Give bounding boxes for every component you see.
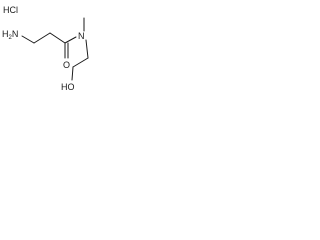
bond-c3-n [64, 36, 77, 44]
bond-c4-c5 [72, 57, 89, 68]
bond-c5-o [71, 66, 74, 81]
bond-n-c4 [85, 39, 89, 59]
bond-c1-c2 [33, 32, 51, 44]
structure-diagram: HCl H2N N O HO [2, 5, 89, 92]
carbonyl-oxygen-label: O [63, 60, 70, 70]
bond-n-c1 [21, 35, 35, 44]
amide-nitrogen-label: N [78, 31, 85, 41]
amine-label: H2N [2, 29, 18, 41]
molecule-canvas: HCl H2N N O HO [0, 0, 112, 130]
salt-label: HCl [3, 5, 18, 15]
bond-c2-c3 [49, 32, 66, 44]
hydroxyl-label: HO [61, 82, 75, 92]
